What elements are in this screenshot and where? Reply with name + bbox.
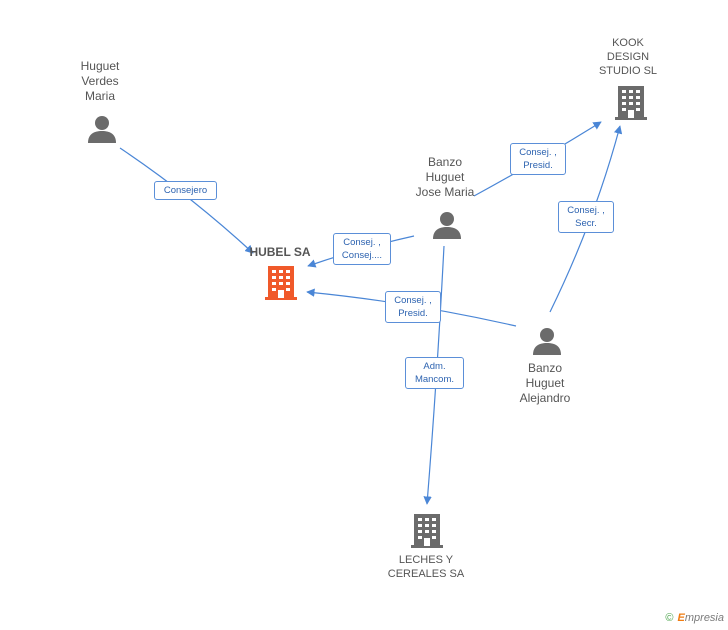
building-icon[interactable]	[615, 86, 647, 120]
person-icon[interactable]	[87, 114, 117, 144]
node-label-hubel-sa: HUBEL SA	[249, 245, 311, 259]
building-icon[interactable]	[265, 266, 297, 300]
edge-label-jose-kook[interactable]: Consej. , Presid.	[510, 143, 566, 175]
node-label-banzo-huguet-alejandro: Banzo Huguet Alejandro	[519, 361, 571, 405]
building-icon[interactable]	[411, 514, 443, 548]
brand-name: mpresia	[684, 612, 724, 624]
edge-consejero-line	[119, 147, 254, 254]
empresia-logo: ©Empresia	[665, 612, 724, 624]
edge-label-jose-leches[interactable]: Adm. Mancom.	[405, 357, 464, 389]
edge-label-alejandro-kook[interactable]: Consej. , Secr.	[558, 201, 614, 233]
node-label-banzo-huguet-jose-maria: Banzo Huguet Jose Maria	[415, 155, 475, 199]
edge-label-alejandro-hubel[interactable]: Consej. , Presid.	[385, 291, 441, 323]
node-label-huguet-verdes-maria: Huguet Verdes Maria	[80, 59, 120, 103]
edge-label-jose-hubel[interactable]: Consej. , Consej....	[333, 233, 391, 265]
edge-label-consejero[interactable]: Consejero	[154, 181, 217, 200]
person-icon[interactable]	[432, 210, 462, 240]
node-label-kook-design-studio: KOOK DESIGN STUDIO SL	[598, 37, 658, 77]
node-label-leches-y-cereales: LECHES Y CEREALES SA	[387, 554, 465, 580]
brand-initial: E	[677, 612, 685, 624]
person-icon[interactable]	[532, 326, 562, 356]
copyright-icon: ©	[665, 612, 674, 624]
